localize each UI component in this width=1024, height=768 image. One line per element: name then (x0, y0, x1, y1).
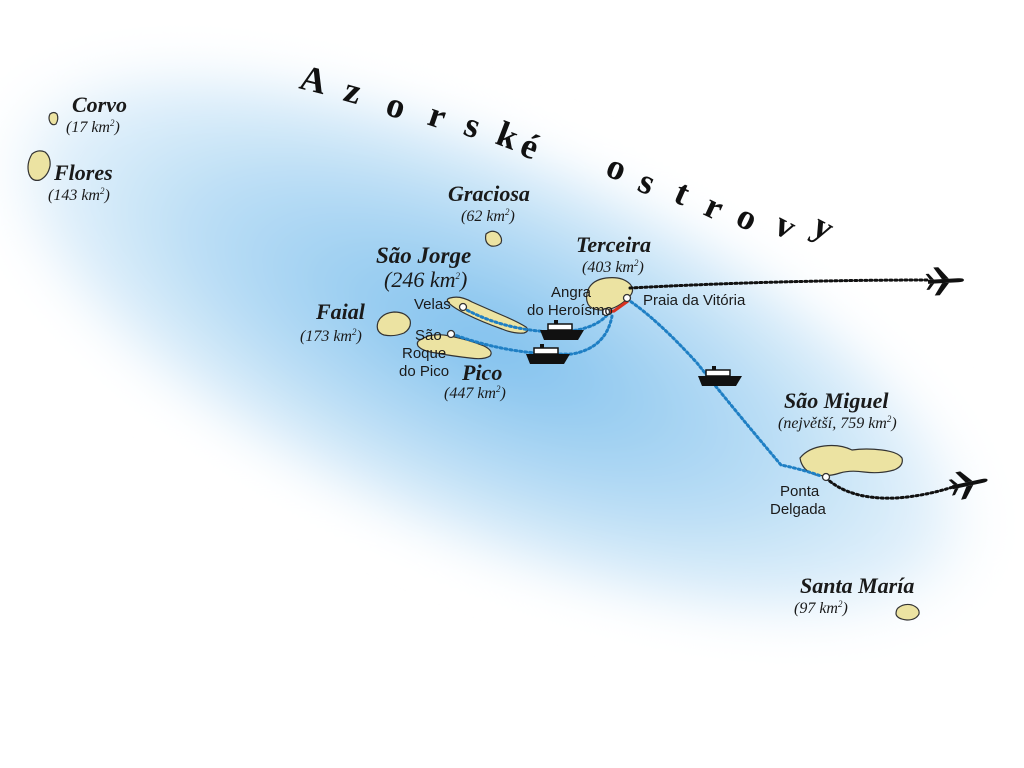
port-sao-roque[interactable] (446, 329, 456, 339)
town-ponta-delgada-line2: Delgada (770, 501, 827, 518)
island-area-graciosa: (62 km2) (461, 207, 515, 225)
ferry-icon (526, 344, 570, 364)
island-name-graciosa: Graciosa (448, 181, 530, 206)
airplane-icon (948, 471, 988, 500)
islands (27, 111, 920, 621)
island-area-flores: (143 km2) (48, 186, 110, 204)
island-name-santa-maria: Santa María (800, 573, 914, 598)
flight-route-sao-miguel (824, 476, 958, 500)
island-area-santa-maria: (97 km2) (794, 599, 848, 617)
island-faial[interactable] (376, 311, 411, 337)
town-angra-line1: Angra (551, 284, 592, 301)
ferry-icon (540, 320, 584, 340)
island-area-faial: (173 km2) (300, 327, 362, 345)
title-letter: y (806, 205, 841, 249)
island-name-sao-jorge: São Jorge (376, 243, 471, 268)
title-letter: v (768, 203, 802, 247)
title-letter: o (730, 195, 764, 239)
town-praia-da-vitoria: Praia da Vitória (643, 292, 746, 309)
port-ponta-delgada[interactable] (821, 472, 831, 482)
island-graciosa[interactable] (484, 230, 503, 247)
island-name-corvo: Corvo (72, 92, 127, 117)
town-sao-roque-line1: São (415, 327, 442, 344)
town-ponta-delgada-line1: Ponta (780, 483, 820, 500)
port-angra[interactable] (601, 307, 611, 317)
ports (446, 293, 831, 482)
title-letter: r (699, 185, 730, 228)
island-name-pico: Pico (461, 360, 502, 385)
port-velas[interactable] (458, 302, 468, 312)
island-corvo[interactable] (48, 111, 59, 126)
island-area-corvo: (17 km2) (66, 118, 120, 136)
airplane-icon (925, 267, 964, 296)
island-labels: Corvo (17 km2) Flores (143 km2) Graciosa… (48, 92, 914, 617)
island-name-terceira: Terceira (576, 232, 651, 257)
island-name-faial: Faial (315, 299, 366, 324)
town-sao-roque-line2: Roque (402, 345, 446, 362)
island-name-flores: Flores (53, 160, 113, 185)
island-area-sao-miguel: (největší, 759 km2) (778, 414, 897, 432)
port-praia[interactable] (622, 293, 632, 303)
town-velas: Velas (414, 296, 451, 313)
town-labels: Velas Angra do Heroísmo Praia da Vitória… (399, 284, 827, 518)
island-area-terceira: (403 km2) (582, 258, 644, 276)
island-area-sao-jorge: (246 km2) (384, 267, 467, 292)
island-area-pico: (447 km2) (444, 384, 506, 402)
flight-route-terceira (628, 278, 930, 290)
ferry-icon (698, 366, 742, 386)
island-name-sao-miguel: São Miguel (784, 388, 889, 413)
island-flores[interactable] (27, 150, 51, 181)
town-angra-line2: do Heroísmo (527, 302, 613, 319)
ferry-route-praia-ponta (625, 297, 823, 478)
town-sao-roque-line3: do Pico (399, 363, 449, 380)
island-santa-maria[interactable] (895, 603, 920, 621)
routes (450, 278, 958, 500)
